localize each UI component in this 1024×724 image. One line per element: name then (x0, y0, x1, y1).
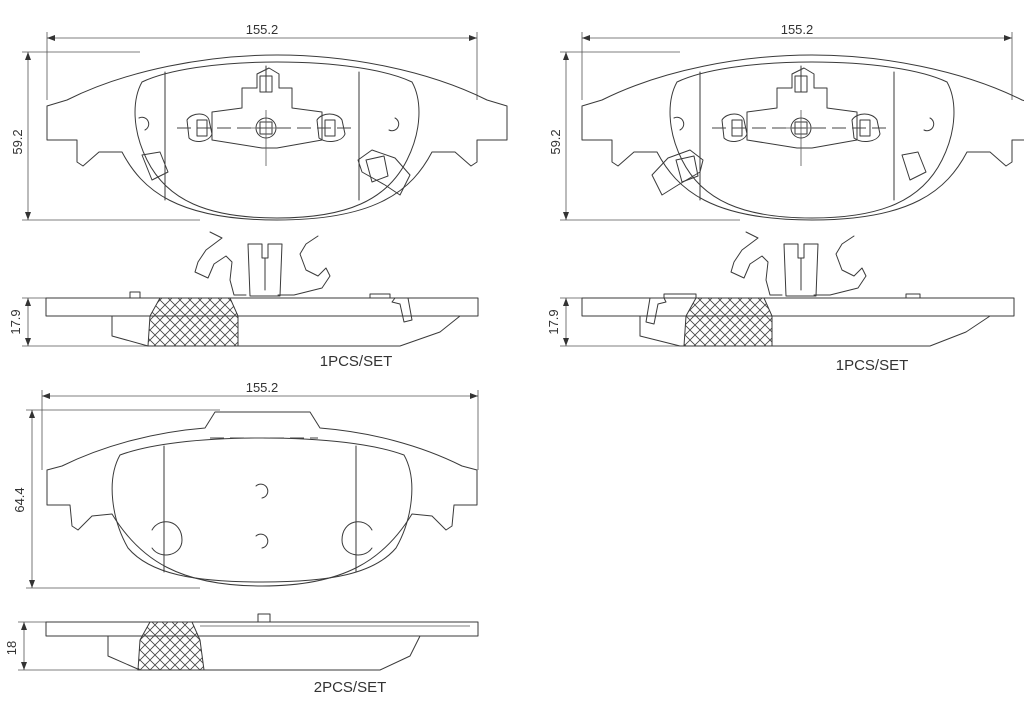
pad-drawing-3: 155.2 64.4 18 2 (4, 380, 479, 696)
side-view-1: 17.9 1PCS/SET (8, 291, 479, 370)
height-value-3: 64.4 (12, 487, 27, 512)
quantity-label-2: 1PCS/SET (836, 357, 909, 374)
quantity-label-3: 2PCS/SET (314, 679, 387, 696)
thickness-value-3: 18 (4, 641, 19, 655)
height-dimension-3: 64.4 (12, 409, 220, 589)
pad-drawing-2: 155.2 59.2 17.9 (546, 22, 1024, 374)
height-value-1: 59.2 (10, 129, 25, 154)
spring-clip-2 (730, 231, 867, 297)
thickness-value-1: 17.9 (8, 309, 23, 334)
side-view-3: 18 2PCS/SET (4, 613, 479, 696)
width-dimension-3: 155.2 (41, 380, 479, 470)
pad-drawing-1: 155.2 59.2 17.9 (8, 22, 508, 370)
thickness-value-2: 17.9 (546, 309, 561, 334)
width-dimension-1: 155.2 (46, 22, 478, 100)
height-value-2: 59.2 (548, 129, 563, 154)
spring-clip-1 (194, 231, 331, 297)
width-value-2: 155.2 (781, 22, 814, 37)
side-view-2: 17.9 1PCS/SET (546, 293, 1015, 374)
width-value-1: 155.2 (246, 22, 279, 37)
width-value-3: 155.2 (246, 380, 279, 395)
width-dimension-2: 155.2 (581, 22, 1013, 100)
height-dimension-2: 59.2 (548, 51, 740, 221)
height-dimension-1: 59.2 (10, 51, 200, 221)
quantity-label-1: 1PCS/SET (320, 353, 393, 370)
